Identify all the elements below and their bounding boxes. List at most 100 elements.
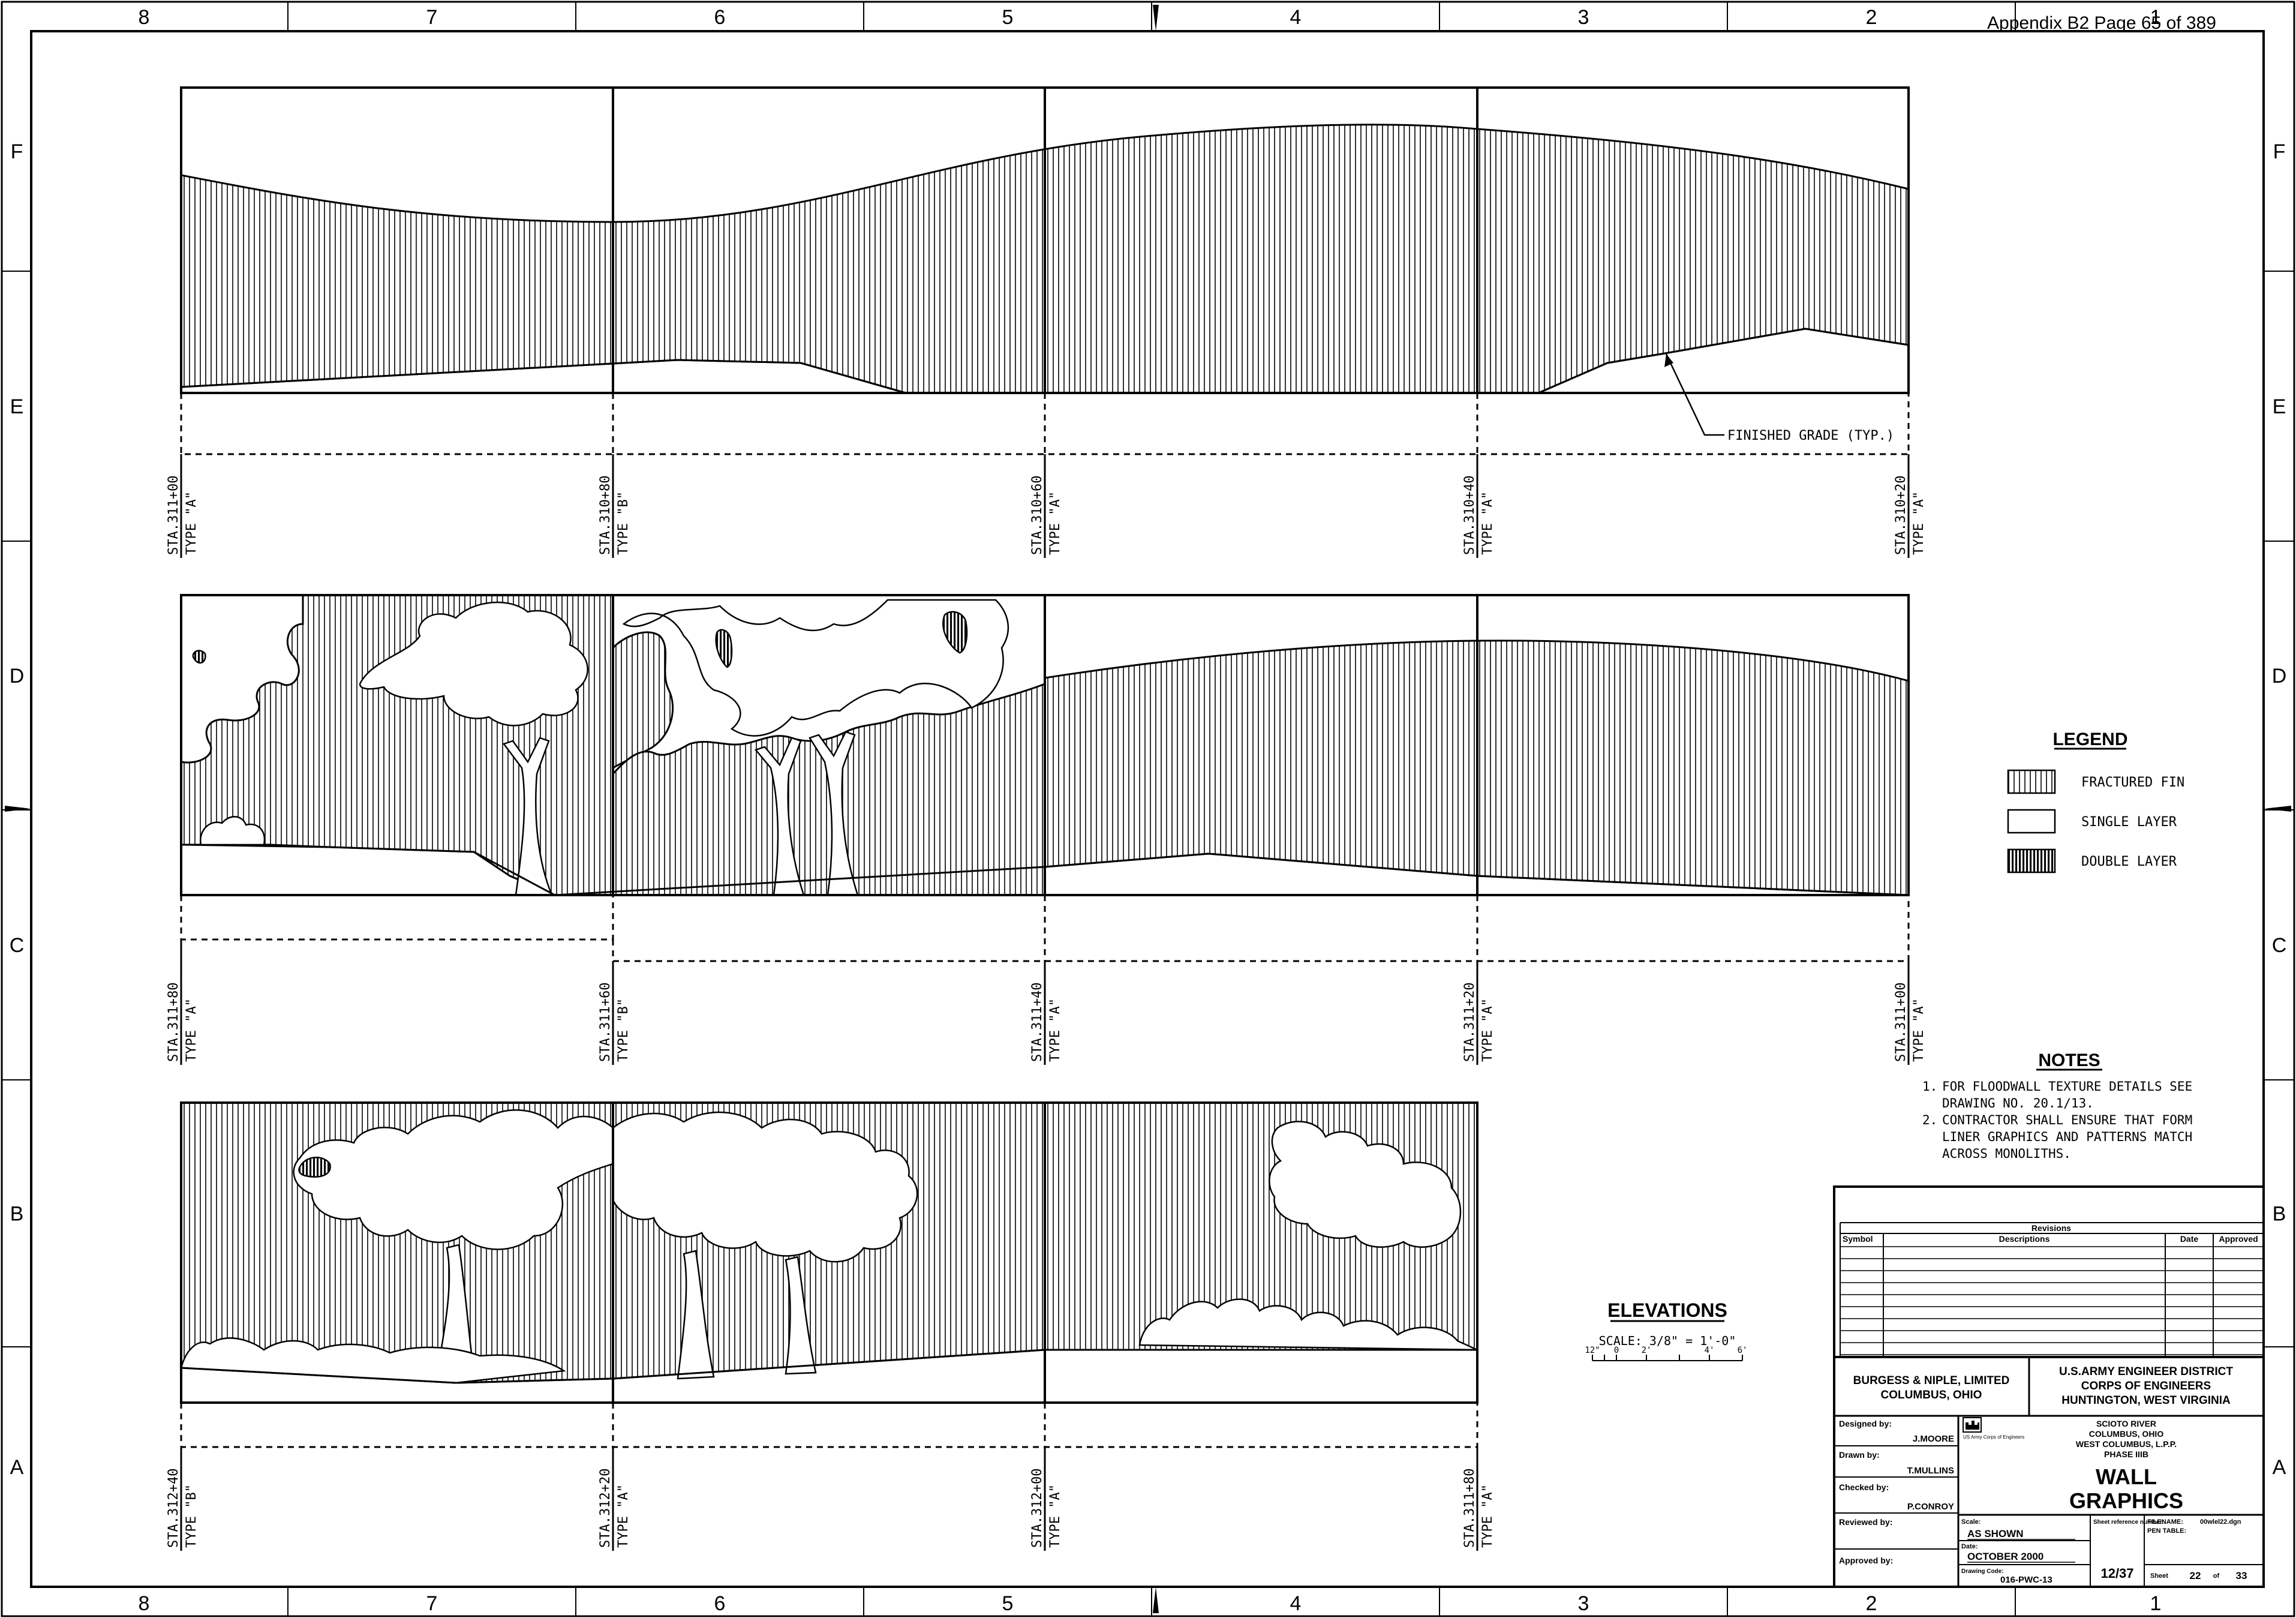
zone-row-label: B [10,1203,24,1226]
station-type-label: TYPE "A" [1480,491,1495,555]
zone-row-label: C [10,934,25,957]
zone-row-label: B [2273,1203,2286,1226]
zone-column-label: 5 [1002,1592,1014,1615]
elevation-3 [180,1101,1478,1551]
station-label: STA.310+60 [1030,476,1045,555]
station-type-label: TYPE "B" [616,491,631,555]
note-text: ACROSS MONOLITHS. [1942,1146,2071,1161]
firm-city: COLUMBUS, OHIO [1881,1389,1982,1401]
note-text: DRAWING NO. 20.1/13. [1942,1096,2094,1110]
sheet-number: 22 [2190,1570,2201,1581]
zone-column-label: 1 [2150,6,2162,29]
drafter-name: T.MULLINS [1907,1466,1954,1476]
zone-column-label: 3 [1578,1592,1589,1615]
scale-bar [1592,1355,1743,1361]
station-type-label: TYPE "B" [616,998,631,1062]
sheet-label: Sheet [2150,1572,2168,1580]
revisions-col-date: Date [2180,1234,2199,1244]
station-type-label: TYPE "A" [184,998,199,1062]
date-field-value: OCTOBER 2000 [1967,1551,2043,1562]
finished-grade-label: FINISHED GRADE (TYP.) [1727,428,1894,443]
elevation-2 [180,594,1910,1065]
designer-name: J.MOORE [1913,1434,1954,1444]
scale-tick-label: 12" [1585,1346,1600,1355]
legend-label: SINGLE LAYER [2081,815,2177,830]
station-label: STA.311+80 [166,983,181,1062]
zone-row-label: D [10,665,25,688]
finished-grade-callout: FINISHED GRADE (TYP.) [1664,353,1894,443]
note-text: CONTRACTOR SHALL ENSURE THAT FORM [1942,1113,2192,1127]
zone-column-label: 2 [1866,1592,1877,1615]
legend-swatch-single-layer [2007,809,2056,834]
zone-column-label: 4 [1290,6,1302,29]
drawn-by-label: Drawn by: [1839,1450,1880,1460]
zone-column-label: 5 [1002,6,1014,29]
scale-field-label: Scale: [1961,1518,1981,1526]
station-label: STA.310+80 [598,476,613,555]
double-layer-shape [298,1157,331,1178]
station-label: STA.312+40 [166,1469,181,1548]
zone-row-label: E [2273,395,2286,418]
sheet-title-line-2: GRAPHICS [2069,1488,2183,1513]
project-line-3: WEST COLUMBUS, L.P.P. [2076,1439,2177,1449]
notes: NOTES 1. FOR FLOODWALL TEXTURE DETAILS S… [1922,1050,2192,1161]
zone-column-label: 7 [426,1592,438,1615]
legend-label: FRACTURED FIN [2081,775,2184,790]
filename-value: 00wlel22.dgn [2200,1518,2241,1526]
tree-trunks [437,1244,817,1380]
zone-row-label: C [2272,934,2287,957]
station-type-label: TYPE "A" [1480,1484,1495,1548]
zone-row-label: D [2272,665,2287,688]
station-label: STA.310+40 [1462,476,1477,555]
zone-row-label: E [10,395,24,418]
legend-swatch-fractured-fin [2007,769,2056,794]
zone-column-label: 6 [714,1592,726,1615]
note-number: 1. [1922,1079,1937,1094]
zone-column-label: 6 [714,6,726,29]
ground-shrub [199,816,266,846]
station-type-label: TYPE "A" [616,1484,631,1548]
station-type-label: TYPE "A" [1912,491,1927,555]
designed-by-label: Designed by: [1839,1419,1892,1428]
tree-canopy [612,1111,918,1263]
zone-column-label: 7 [426,6,438,29]
station-type-label: TYPE "B" [184,1484,199,1548]
note-text: FOR FLOODWALL TEXTURE DETAILS SEE [1942,1079,2192,1094]
station-type-label: TYPE "A" [184,491,199,555]
scale-field-value: AS SHOWN [1967,1528,2024,1539]
station-label: STA.311+00 [1894,983,1909,1062]
drawing-code-label: Drawing Code: [1961,1568,2004,1575]
revisions-col-symbol: Symbol [1843,1234,1873,1244]
legend-label: DOUBLE LAYER [2081,854,2177,869]
zone-column-label: 1 [2150,1592,2162,1615]
station-label: STA.311+60 [598,983,613,1062]
station-label: STA.311+40 [1030,983,1045,1062]
district-line-3: HUNTINGTON, WEST VIRGINIA [2061,1394,2231,1407]
project-line-2: COLUMBUS, OHIO [2089,1429,2164,1439]
station-type-label: TYPE "A" [1912,998,1927,1062]
tree-trunks [502,731,859,896]
date-field-label: Date: [1961,1543,1978,1550]
legend: LEGEND FRACTURED FIN SINGLE LAYER DOUBLE… [2007,730,2184,873]
zone-column-label: 8 [139,6,150,29]
station-label: STA.311+20 [1462,983,1477,1062]
scale-tick-label: 4' [1705,1346,1715,1355]
zone-row-label: A [10,1456,24,1479]
scale-tick-label: 2' [1642,1346,1652,1355]
station-label: STA.311+80 [1462,1469,1477,1548]
station-type-label: TYPE "A" [1048,491,1063,555]
ground-shrub [180,1337,566,1384]
scale-tick-label: 0 [1614,1346,1619,1355]
station-label: STA.310+20 [1894,476,1909,555]
zone-column-label: 4 [1290,1592,1302,1615]
notes-title: NOTES [2038,1050,2100,1070]
reviewed-by-label: Reviewed by: [1839,1517,1892,1527]
sheet-title-line-1: WALL [2096,1464,2157,1489]
tree-canopy [293,1109,614,1250]
